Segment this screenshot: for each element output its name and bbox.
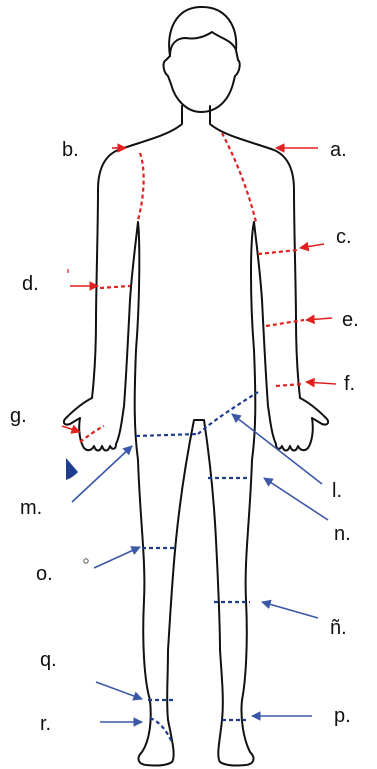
label-b: b. (62, 139, 79, 161)
arrow-f (306, 382, 336, 384)
label-g: g. (10, 405, 27, 427)
label-q: q. (40, 649, 57, 671)
hand-left-cut (80, 426, 104, 442)
blue-section-lines (136, 392, 258, 742)
arrow-e (306, 318, 332, 320)
label-a: a. (330, 139, 347, 161)
red-section-lines (80, 133, 304, 442)
label-o: o. (36, 563, 53, 585)
label-f: f. (344, 373, 355, 395)
label-n-tilde: ñ. (330, 617, 347, 639)
arrow-l (232, 414, 322, 484)
head-outline (164, 7, 240, 112)
small-circle-mark (84, 559, 88, 563)
upper-arm-left-cut (100, 286, 130, 288)
arrow-n (264, 478, 328, 520)
label-e: e. (342, 309, 359, 331)
arrow-c (300, 244, 324, 248)
hair-outline (170, 32, 236, 56)
label-m: m. (20, 497, 42, 519)
label-d: d. (22, 273, 39, 295)
label-l: l. (332, 480, 342, 502)
label-p: p. (334, 705, 351, 727)
label-r: r. (40, 713, 51, 735)
groin-cut (136, 434, 198, 436)
arrow-o (94, 547, 140, 568)
label-n: n. (334, 523, 351, 545)
upper-arm-right-cut (258, 250, 298, 254)
shoulder-right-cut (222, 133, 256, 222)
blue-wedge-mark (66, 458, 78, 480)
forearm-right-cut (266, 320, 304, 326)
labels: a. b. c. d. e. f. g. l. m. n. o. ñ. q. r… (10, 139, 359, 735)
arrow-m (72, 446, 132, 502)
body-silhouette (64, 106, 328, 766)
arrow-g (62, 426, 80, 432)
shoulder-left-cut (138, 153, 144, 220)
label-c: c. (336, 226, 352, 248)
arrow-q (96, 682, 142, 699)
body-outline (64, 7, 328, 766)
blue-arrows (72, 414, 328, 722)
arrow-n-tilde (262, 602, 318, 618)
